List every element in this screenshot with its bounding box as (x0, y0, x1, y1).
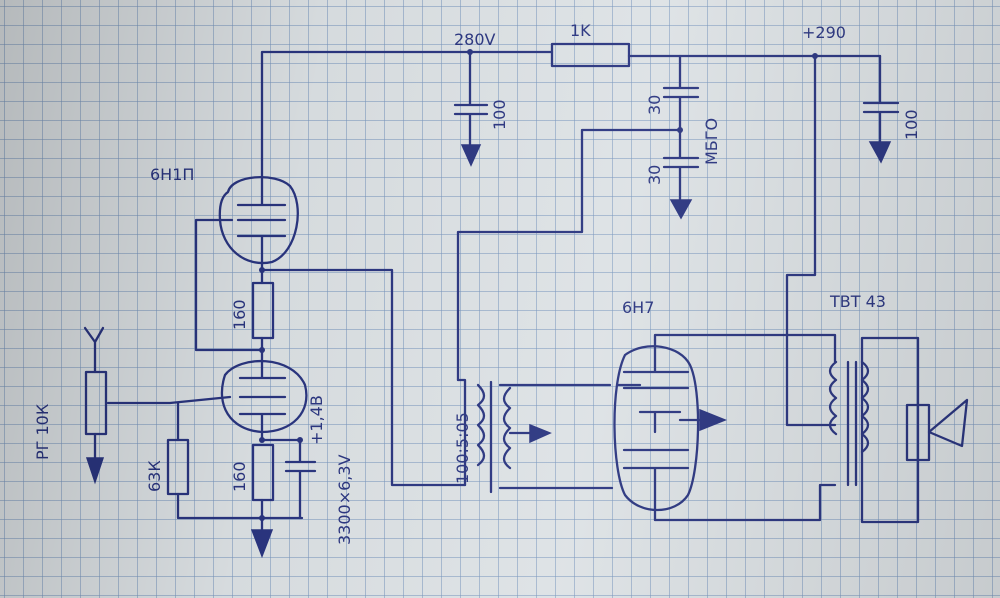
label-290v: +290 (802, 23, 846, 42)
resistor-160-top (251, 281, 275, 340)
label-mbgo: МБГО (702, 118, 721, 165)
label-voltage-1-4: +1,4В (307, 395, 326, 445)
label-cap-100-right: 100 (902, 109, 921, 140)
out-primary-coil (828, 360, 838, 436)
tube-upper-electrodes (236, 158, 287, 270)
label-cap-30-top: 30 (645, 95, 664, 115)
ground-icon (699, 408, 728, 432)
trans-secondary-coil (502, 386, 512, 470)
resistor-160-bottom (251, 443, 275, 502)
label-cap-30-bottom: 30 (645, 165, 664, 185)
label-280v: 280V (454, 30, 496, 49)
wire (653, 333, 837, 522)
ground-icon (868, 141, 892, 164)
label-r160-top: 160 (230, 299, 249, 330)
tube-6n1p-upper (218, 176, 299, 265)
ground-icon (250, 529, 274, 559)
label-1k: 1K (570, 21, 591, 40)
label-cap-3300: 3300×6,3V (335, 454, 354, 545)
ground-icon (460, 144, 482, 167)
wire (260, 438, 317, 532)
label-tube-6n7: 6Н7 (622, 298, 654, 317)
tube-lower-electrodes (238, 348, 287, 442)
ground-icon (669, 199, 693, 220)
label-rg10k: РГ 10К (33, 403, 52, 460)
wire (93, 395, 232, 460)
cap-100-left (453, 50, 489, 147)
wire-cap-mid-to-trans (456, 128, 682, 382)
resistor-1k (550, 42, 631, 68)
ground-icon (529, 423, 552, 444)
node-cathode-tap (297, 437, 303, 443)
tube-6n7-electrodes (616, 338, 702, 522)
wire (176, 492, 304, 520)
label-tvt43: ТВТ 43 (829, 292, 886, 311)
label-transformer-ratio: 100:5:05 (453, 412, 472, 484)
out-frame (860, 336, 920, 524)
pot-rg10k (84, 370, 108, 436)
trans-primary-coil (476, 383, 486, 467)
wire-upper-to-out (260, 268, 467, 487)
label-r160-bottom: 160 (230, 461, 249, 492)
node-ground (259, 515, 265, 521)
wire-b-plus-down (785, 54, 837, 427)
top-rail-wire (260, 50, 554, 162)
label-tube-6n1p: 6Н1П (150, 165, 194, 184)
speaker-icon (927, 398, 969, 448)
label-r63k: 63К (145, 460, 164, 492)
wire (498, 383, 614, 490)
out-secondary-coil (860, 360, 870, 454)
out-core (846, 360, 858, 487)
label-cap-100-left: 100 (490, 99, 509, 130)
wire (456, 378, 467, 487)
resistor-63k (166, 438, 190, 496)
ground-icon (85, 457, 105, 485)
antenna-icon (83, 326, 105, 374)
wire-grid-feedback (194, 218, 264, 352)
cap-100-right (862, 54, 900, 144)
tube-6n7 (613, 345, 700, 512)
